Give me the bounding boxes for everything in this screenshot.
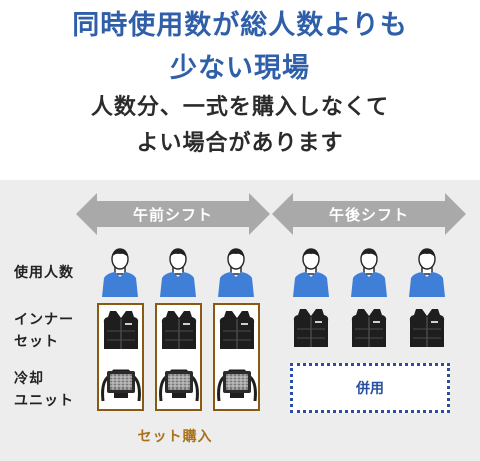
vest-icon [291,307,331,349]
cooling-row-label-line-2: ユニット [14,393,74,409]
cooling-unit-icon [100,363,142,403]
vest-icon [407,307,447,349]
vest-icon [159,309,199,351]
cooling-unit-icon [216,363,258,403]
morning-shift-label: 午前シフト [132,205,213,224]
person-icon [290,248,332,298]
set-box [155,303,202,411]
users-row-label: 使用人数 [14,262,74,284]
inner-set-row-label: インナー セット [14,309,74,353]
vest-icon [217,309,257,351]
double-arrow-icon [272,193,466,235]
afternoon-shift-arrow: 午後シフト [272,193,466,235]
double-arrow-icon [76,193,270,235]
set-purchase-label: セット購入 [137,429,213,445]
person-icon [99,248,141,298]
set-box [97,303,144,411]
person-icon [157,248,199,298]
cooling-unit-icon [158,363,200,403]
users-row-label-text: 使用人数 [14,265,74,281]
headline: 同時使用数が総人数よりも 少ない現場 [0,4,480,90]
headline-line-2: 少ない現場 [170,53,310,84]
cooling-row-label-line-1: 冷却 [14,371,44,387]
afternoon-shift-label: 午後シフト [328,205,409,224]
person-icon [215,248,257,298]
person-icon [406,248,448,298]
inner-row-label-line-2: セット [14,334,59,350]
subheading: 人数分、一式を購入しなくて よい場合があります [0,90,480,162]
subheading-line-1: 人数分、一式を購入しなくて [90,95,390,120]
inner-row-label-line-1: インナー [14,312,74,328]
subheading-line-2: よい場合があります [136,131,344,156]
cooling-unit-row-label: 冷却 ユニット [14,368,74,412]
headline-line-1: 同時使用数が総人数よりも [72,10,408,41]
vest-icon [349,307,389,349]
vest-icon [101,309,141,351]
shared-use-label: 併用 [356,381,384,397]
morning-shift-arrow: 午前シフト [76,193,270,235]
set-box [213,303,260,411]
shared-use-box: 併用 [290,363,450,413]
person-icon [348,248,390,298]
